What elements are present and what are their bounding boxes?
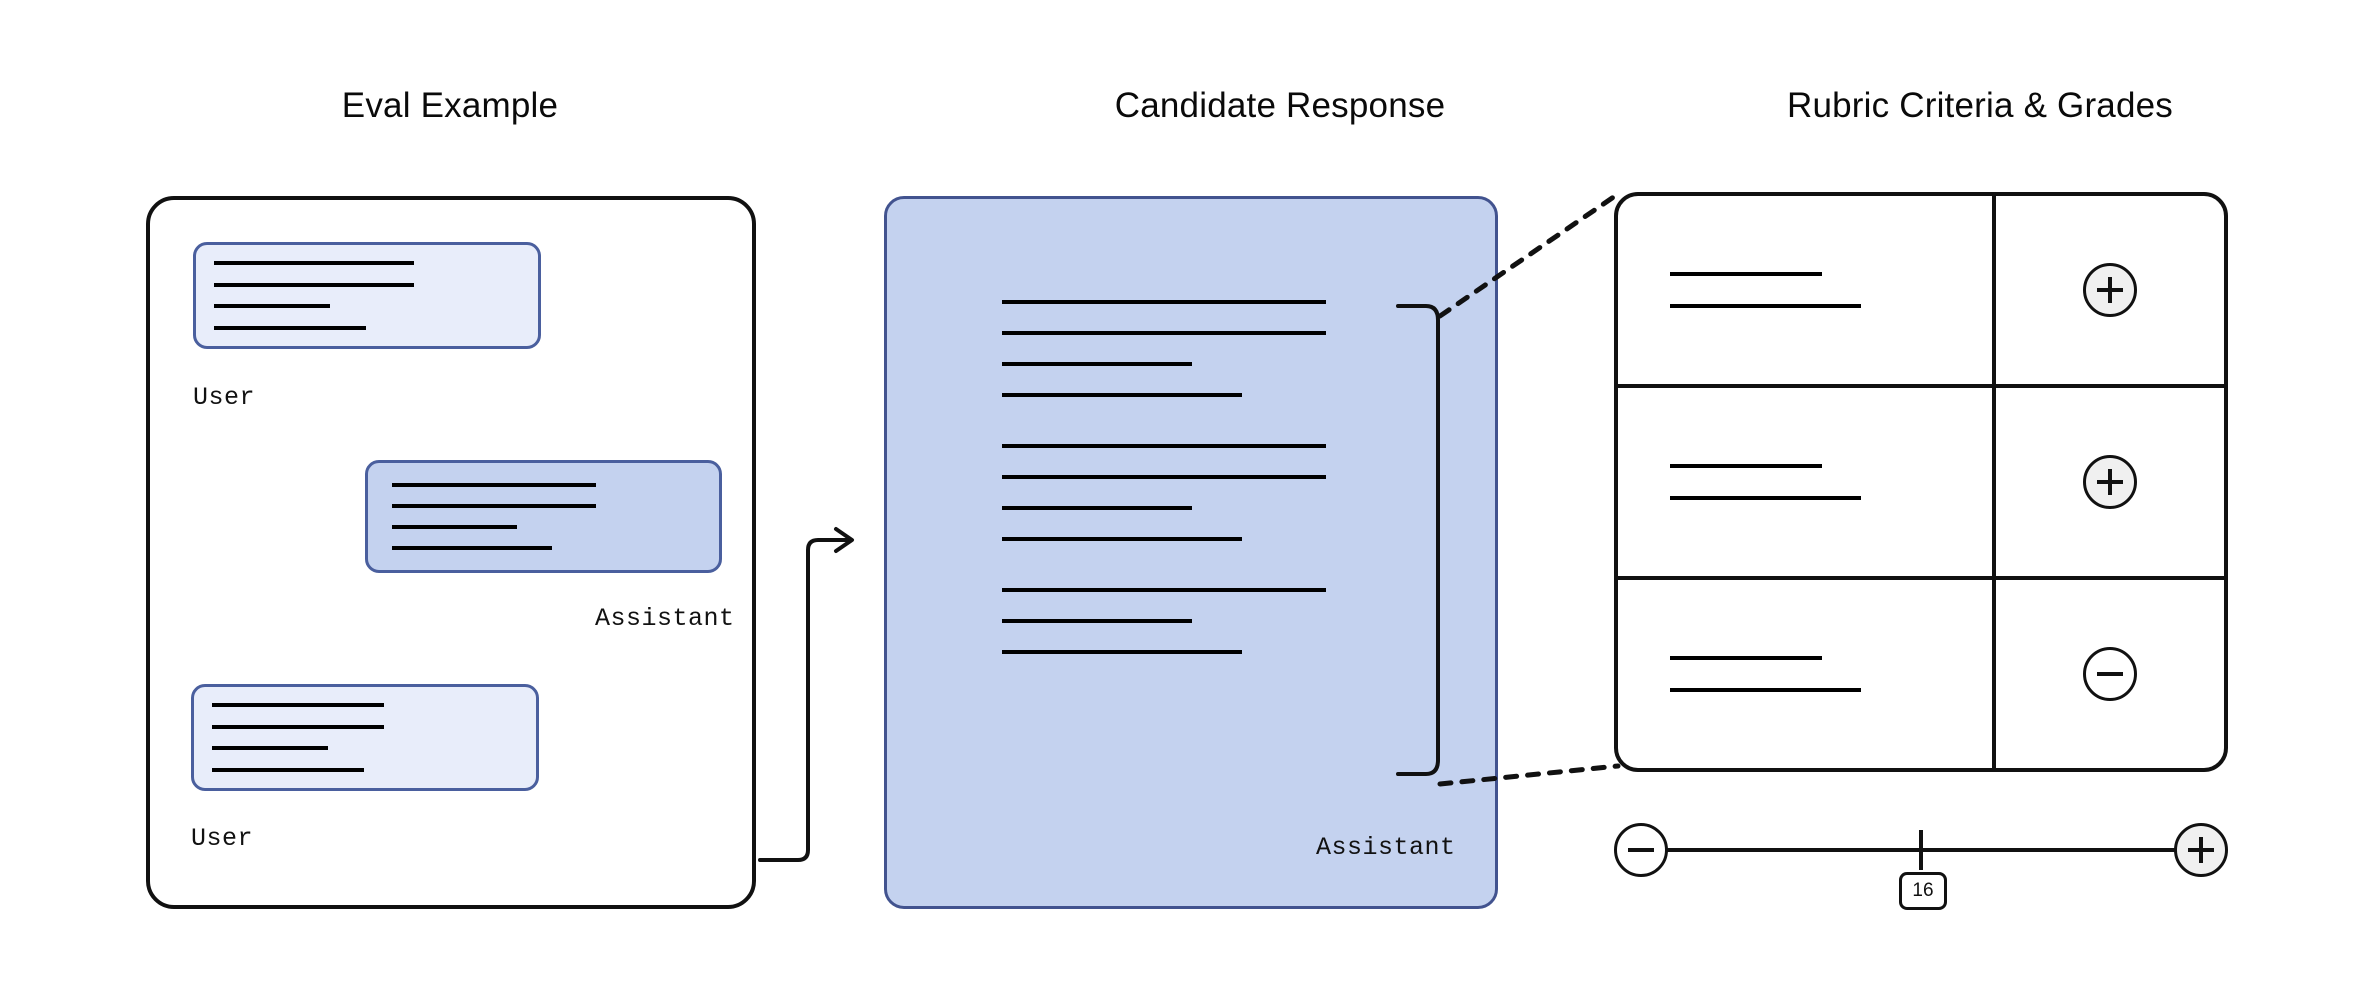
text-line (214, 283, 414, 287)
text-line (392, 483, 596, 487)
criteria-text-line (1670, 304, 1861, 308)
rubric-row-3[interactable] (1618, 580, 2224, 768)
plus-icon[interactable] (2083, 455, 2137, 509)
text-line (1002, 619, 1192, 623)
criteria-text-line (1670, 688, 1861, 692)
text-line (212, 768, 364, 772)
plus-icon[interactable] (2083, 263, 2137, 317)
rubric-row-1[interactable] (1618, 196, 2224, 388)
rubric-criteria-cell-3 (1618, 580, 1996, 768)
rubric-criteria-cell-1 (1618, 196, 1996, 384)
bubble-text-lines (196, 245, 538, 346)
column-title-eval-example: Eval Example (341, 86, 559, 125)
rubric-grade-cell-2 (1996, 388, 2224, 576)
dashed-connectors-to-rubric (1437, 191, 1621, 787)
text-line (1002, 362, 1192, 366)
rubric-row-2[interactable] (1618, 388, 2224, 580)
column-title-candidate-response: Candidate Response (1114, 86, 1446, 125)
criteria-text-line (1670, 656, 1822, 660)
slider-thumb-tick[interactable] (1919, 830, 1923, 870)
text-line (1002, 300, 1326, 304)
plus-icon[interactable] (2174, 823, 2228, 877)
candidate-response-text-lines (1002, 300, 1326, 654)
text-line (1002, 331, 1326, 335)
minus-icon[interactable] (1614, 823, 1668, 877)
rubric-criteria-table (1614, 192, 2228, 772)
minus-icon-bar (1628, 848, 1654, 852)
text-line (1002, 506, 1192, 510)
minus-icon[interactable] (2083, 647, 2137, 701)
text-line (1002, 537, 1242, 541)
plus-icon-vertical-bar (2108, 469, 2112, 495)
text-line (212, 725, 384, 729)
plus-icon-vertical-bar (2108, 277, 2112, 303)
text-line (1002, 444, 1326, 448)
text-line (1002, 475, 1326, 479)
candidate-paragraph-1 (1002, 300, 1326, 397)
column-title-rubric-criteria-grades: Rubric Criteria & Grades (1786, 86, 2174, 125)
role-label-assistant-1: Assistant (595, 604, 735, 633)
text-line (212, 746, 328, 750)
text-line (1002, 588, 1326, 592)
text-line (392, 504, 596, 508)
text-line (212, 703, 384, 707)
candidate-response-panel (884, 196, 1498, 909)
rubric-grade-cell-3 (1996, 580, 2224, 768)
score-slider[interactable]: 16 (1614, 810, 2228, 910)
rubric-criteria-cell-2 (1618, 388, 1996, 576)
role-label-user-1: User (193, 383, 256, 412)
flow-arrow-eval-to-candidate (758, 527, 854, 862)
dashed-connector-top (1437, 191, 1621, 319)
candidate-paragraph-3 (1002, 588, 1326, 654)
text-line (214, 261, 414, 265)
candidate-response-brace (1396, 304, 1440, 776)
candidate-paragraph-2 (1002, 444, 1326, 541)
bubble-text-lines (368, 463, 719, 570)
text-line (1002, 393, 1242, 397)
criteria-text-line (1670, 272, 1822, 276)
chat-bubble-assistant-1[interactable] (365, 460, 722, 573)
role-label-user-2: User (191, 824, 254, 853)
dashed-connector-bottom (1437, 763, 1621, 787)
text-line (392, 546, 552, 550)
text-line (1002, 650, 1242, 654)
text-line (214, 326, 366, 330)
plus-icon-vertical-bar (2199, 837, 2203, 863)
criteria-text-line (1670, 496, 1861, 500)
minus-icon-bar (2097, 672, 2123, 676)
bubble-text-lines (194, 687, 536, 788)
slider-value-badge: 16 (1899, 872, 1947, 910)
chat-bubble-user-2[interactable] (191, 684, 539, 791)
rubric-grade-cell-1 (1996, 196, 2224, 384)
role-label-candidate-assistant: Assistant (1316, 833, 1456, 862)
text-line (214, 304, 330, 308)
text-line (392, 525, 517, 529)
criteria-text-line (1670, 464, 1822, 468)
chat-bubble-user-1[interactable] (193, 242, 541, 349)
